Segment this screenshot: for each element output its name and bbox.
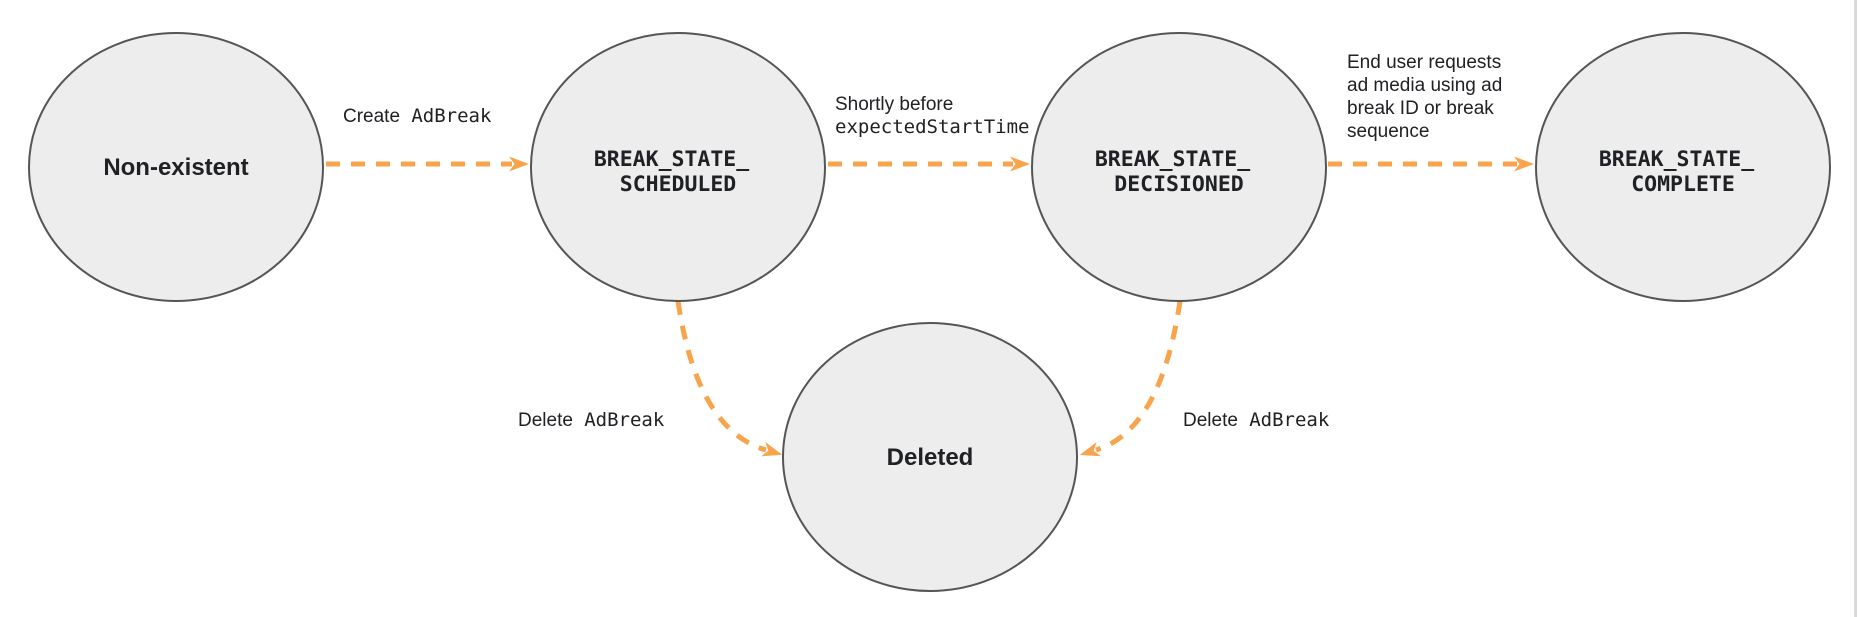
edge-label-end-user-requests: End user requests ad media using ad brea… (1347, 52, 1508, 142)
state-label-deleted: Deleted (887, 444, 974, 471)
state-label-break-state-scheduled: BREAK_STATE_ SCHEDULED (594, 147, 762, 197)
state-label-break-state-decisioned: BREAK_STATE_ DECISIONED (1095, 147, 1263, 197)
edge-delete-adbreak-from-decisioned (1079, 300, 1183, 457)
page-edge-divider (1854, 0, 1857, 617)
state-node-break-state-complete (1535, 32, 1831, 302)
state-node-break-state-scheduled (530, 32, 826, 302)
edge-label-expectedstarttime: expectedStartTime (835, 116, 1029, 138)
state-label-non-existent: Non-existent (103, 154, 248, 181)
edge-label-delete-adbreak-right: Delete AdBreak (1183, 409, 1330, 431)
state-node-deleted (782, 322, 1078, 592)
state-node-non-existent (28, 32, 324, 302)
state-label-break-state-complete: BREAK_STATE_ COMPLETE (1599, 147, 1767, 197)
edge-label-delete-adbreak-left: Delete AdBreak (518, 409, 665, 431)
state-node-break-state-decisioned (1031, 32, 1327, 302)
edge-label-create-adbreak: Create AdBreak (343, 105, 492, 127)
edge-label-shortly-before: Shortly before (835, 94, 953, 115)
edge-delete-adbreak-from-scheduled (675, 300, 783, 457)
